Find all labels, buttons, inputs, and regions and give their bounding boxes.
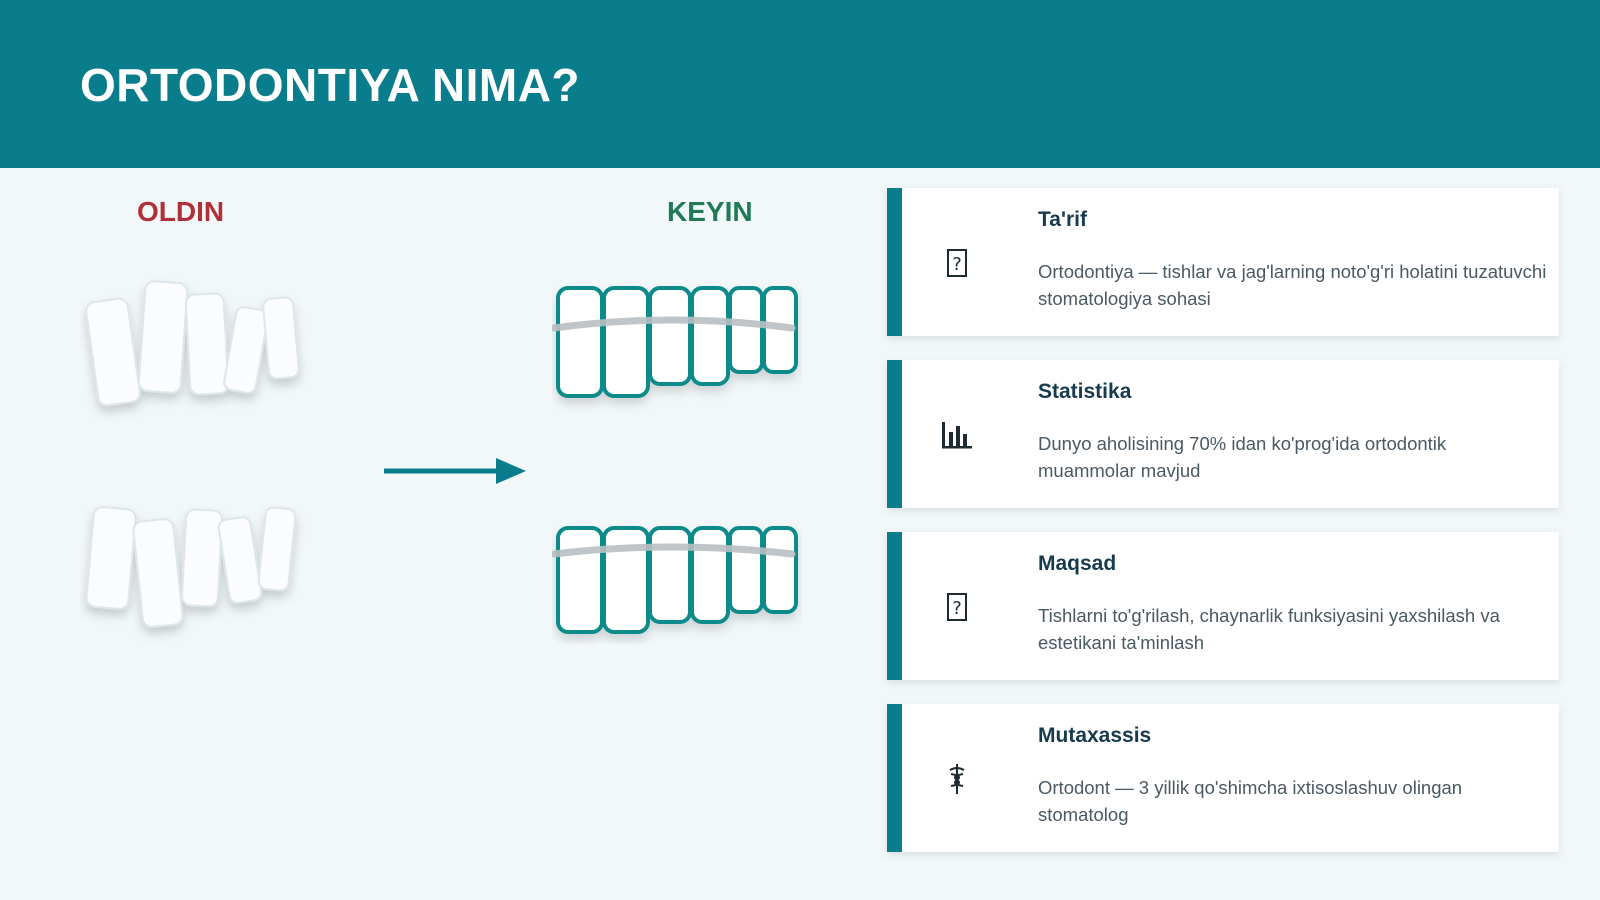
after-label: KEYIN	[667, 196, 753, 227]
before-label: OLDIN	[137, 196, 225, 227]
braces-wire	[552, 543, 796, 558]
arrow-right-icon	[384, 458, 526, 484]
card-description: Dunyo aholisining 70% idan ko'prog'ida o…	[1038, 433, 1447, 481]
caduceus-icon	[940, 762, 974, 796]
crooked-tooth	[184, 292, 230, 396]
card-title: Mutaxassis	[1038, 724, 1152, 747]
bar-chart-icon	[940, 418, 974, 452]
crooked-tooth	[132, 518, 184, 628]
card-mutaxassis: Mutaxassis Ortodont — 3 yillik qo'shimch…	[887, 704, 1559, 852]
card-description: Ortodontiya — tishlar va jag'larning not…	[1038, 261, 1547, 309]
straight-tooth	[690, 286, 730, 386]
svg-text:?: ?	[952, 254, 962, 275]
card-title: Ta'rif	[1038, 208, 1087, 231]
crooked-tooth	[262, 296, 300, 380]
straight-tooth	[690, 526, 730, 624]
straight-teeth-lower	[552, 526, 798, 634]
card-statistika: Statistika Dunyo aholisining 70% idan ko…	[887, 360, 1559, 508]
crooked-tooth	[257, 506, 297, 592]
straight-tooth	[762, 526, 798, 614]
braces-wire	[552, 316, 796, 332]
straight-tooth	[602, 526, 650, 634]
card-description: Ortodont — 3 yillik qo'shimcha ixtisosla…	[1038, 777, 1463, 825]
card-maqsad: ? Maqsad Tishlarni to'g'rilash, chaynarl…	[887, 532, 1559, 680]
crooked-tooth	[137, 280, 189, 394]
crooked-tooth	[217, 516, 263, 604]
crooked-tooth	[85, 297, 141, 407]
header-bar: ORTODONTIYA NIMA?	[0, 0, 1600, 168]
straight-teeth-upper	[552, 286, 798, 398]
question-icon: ?	[940, 246, 974, 280]
crooked-tooth	[85, 506, 137, 610]
card-title: Statistika	[1038, 380, 1132, 403]
card-description: Tishlarni to'g'rilash, chaynarlik funksi…	[1038, 605, 1500, 653]
crooked-tooth	[223, 306, 269, 394]
question-icon: ?	[940, 590, 974, 624]
straight-tooth	[728, 526, 764, 614]
straight-tooth	[648, 286, 692, 386]
card-tarif: ? Ta'rif Ortodontiya — tishlar va jag'la…	[887, 188, 1559, 336]
straight-tooth	[602, 286, 650, 398]
svg-text:?: ?	[952, 598, 962, 619]
crooked-teeth-upper	[85, 280, 300, 407]
page-title: ORTODONTIYA NIMA?	[80, 59, 581, 111]
straight-tooth	[556, 286, 604, 398]
crooked-tooth	[180, 508, 224, 608]
straight-tooth	[556, 526, 604, 634]
card-title: Maqsad	[1038, 552, 1117, 575]
straight-tooth	[728, 286, 764, 374]
straight-tooth	[648, 526, 692, 624]
crooked-teeth-lower	[85, 506, 297, 628]
